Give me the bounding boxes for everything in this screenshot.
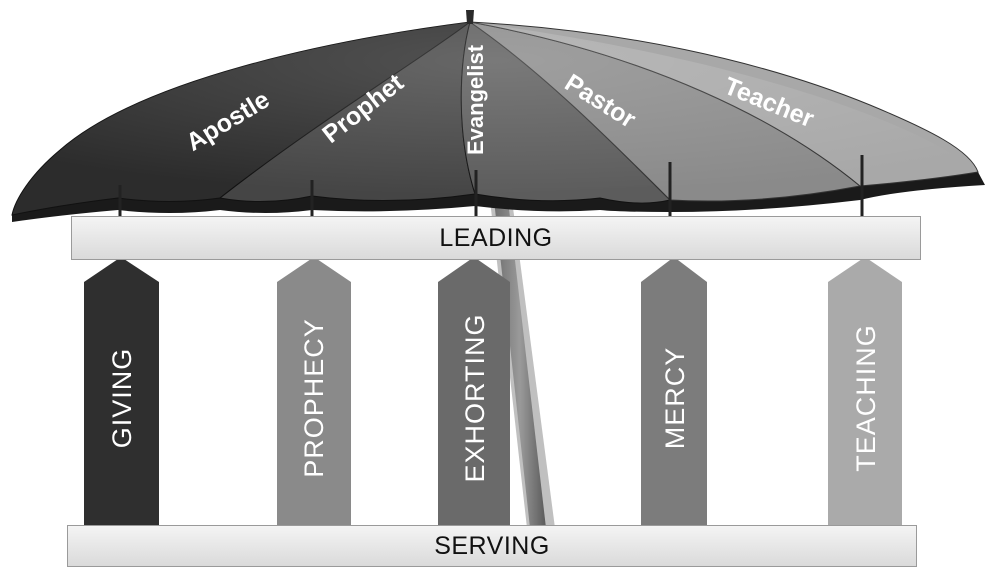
umbrella-finial (466, 10, 474, 24)
leading-label: LEADING (439, 223, 553, 252)
pillar-mercy: MERCY (641, 257, 707, 527)
pillar-label-exhorting: EXHORTING (460, 313, 490, 482)
serving-bar: SERVING (67, 525, 917, 567)
pillar-teaching: TEACHING (828, 257, 902, 527)
canopy-ribs (118, 155, 864, 218)
canopy-label-evangelist: Evangelist (463, 44, 488, 155)
pillar-label-prophecy: PROPHECY (299, 318, 329, 478)
pillar-label-mercy: MERCY (660, 347, 690, 450)
serving-label: SERVING (434, 531, 550, 560)
canopy-underside (12, 172, 985, 222)
pillar-prophecy: PROPHECY (277, 257, 351, 527)
canopy (11, 10, 979, 216)
pillar-label-teaching: TEACHING (851, 324, 881, 472)
leading-bar: LEADING (71, 216, 921, 260)
pillar-giving: GIVING (84, 257, 159, 527)
pillar-label-giving: GIVING (107, 348, 137, 449)
pillar-exhorting: EXHORTING (438, 257, 510, 527)
